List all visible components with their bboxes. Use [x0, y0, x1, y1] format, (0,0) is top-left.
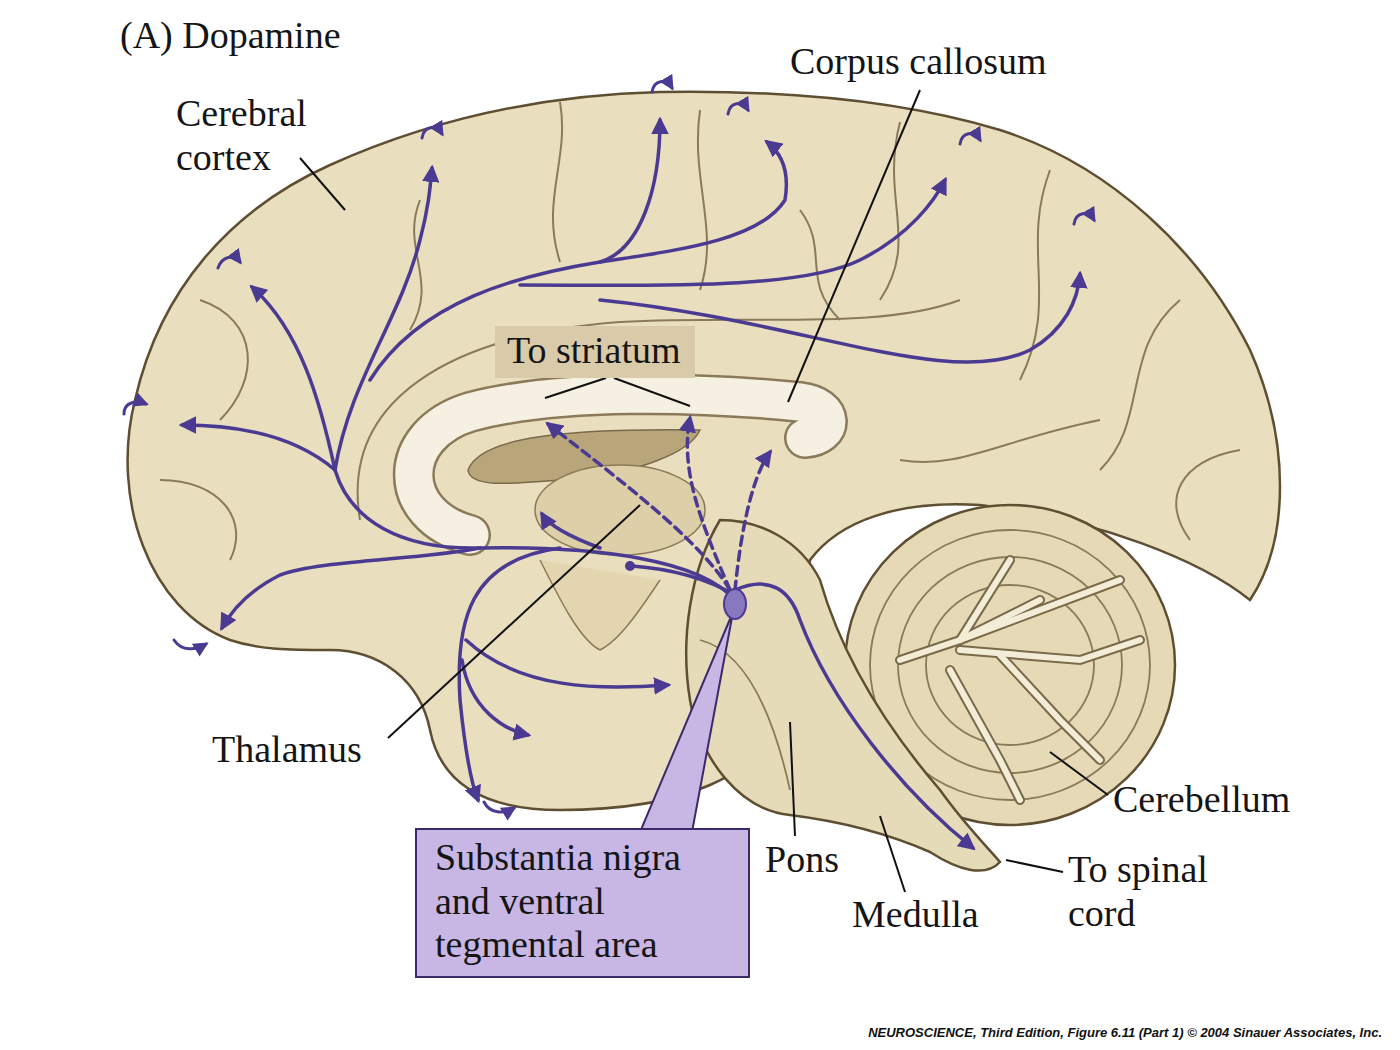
structure-label: Cerebral cortex [176, 92, 351, 179]
dopamine-nucleus [724, 589, 746, 619]
surface-terminal-arrows [124, 82, 1094, 812]
structure-label: Corpus callosum [790, 40, 1046, 84]
region-label-box: To striatum [495, 326, 695, 378]
structure-label: Thalamus [212, 728, 362, 772]
dopamine-pathways [182, 120, 1080, 848]
leader-lines [300, 90, 1108, 892]
figure-credit: NEUROSCIENCE, Third Edition, Figure 6.11… [868, 1025, 1382, 1040]
sulci [160, 102, 1240, 560]
structure-label: Pons [765, 838, 839, 882]
arbor-vitae-edge [900, 560, 1140, 800]
structure-label: To spinal cord [1068, 848, 1253, 935]
hypothalamus [540, 560, 660, 650]
figure-title: (A) Dopamine [120, 14, 341, 58]
node-text: To striatum [507, 329, 683, 373]
striatal-pathways [548, 418, 770, 590]
structure-label: Medulla [852, 893, 979, 937]
callout-pointer [640, 612, 733, 832]
arbor-vitae [900, 560, 1140, 800]
structure-label: Cerebellum [1113, 778, 1290, 822]
node-text: Substantia nigra and ventral tegmental a… [435, 836, 730, 967]
brainstem [686, 520, 1000, 871]
nucleus-callout-box: Substantia nigra and ventral tegmental a… [415, 828, 750, 978]
pathway-end-dot [625, 561, 635, 571]
